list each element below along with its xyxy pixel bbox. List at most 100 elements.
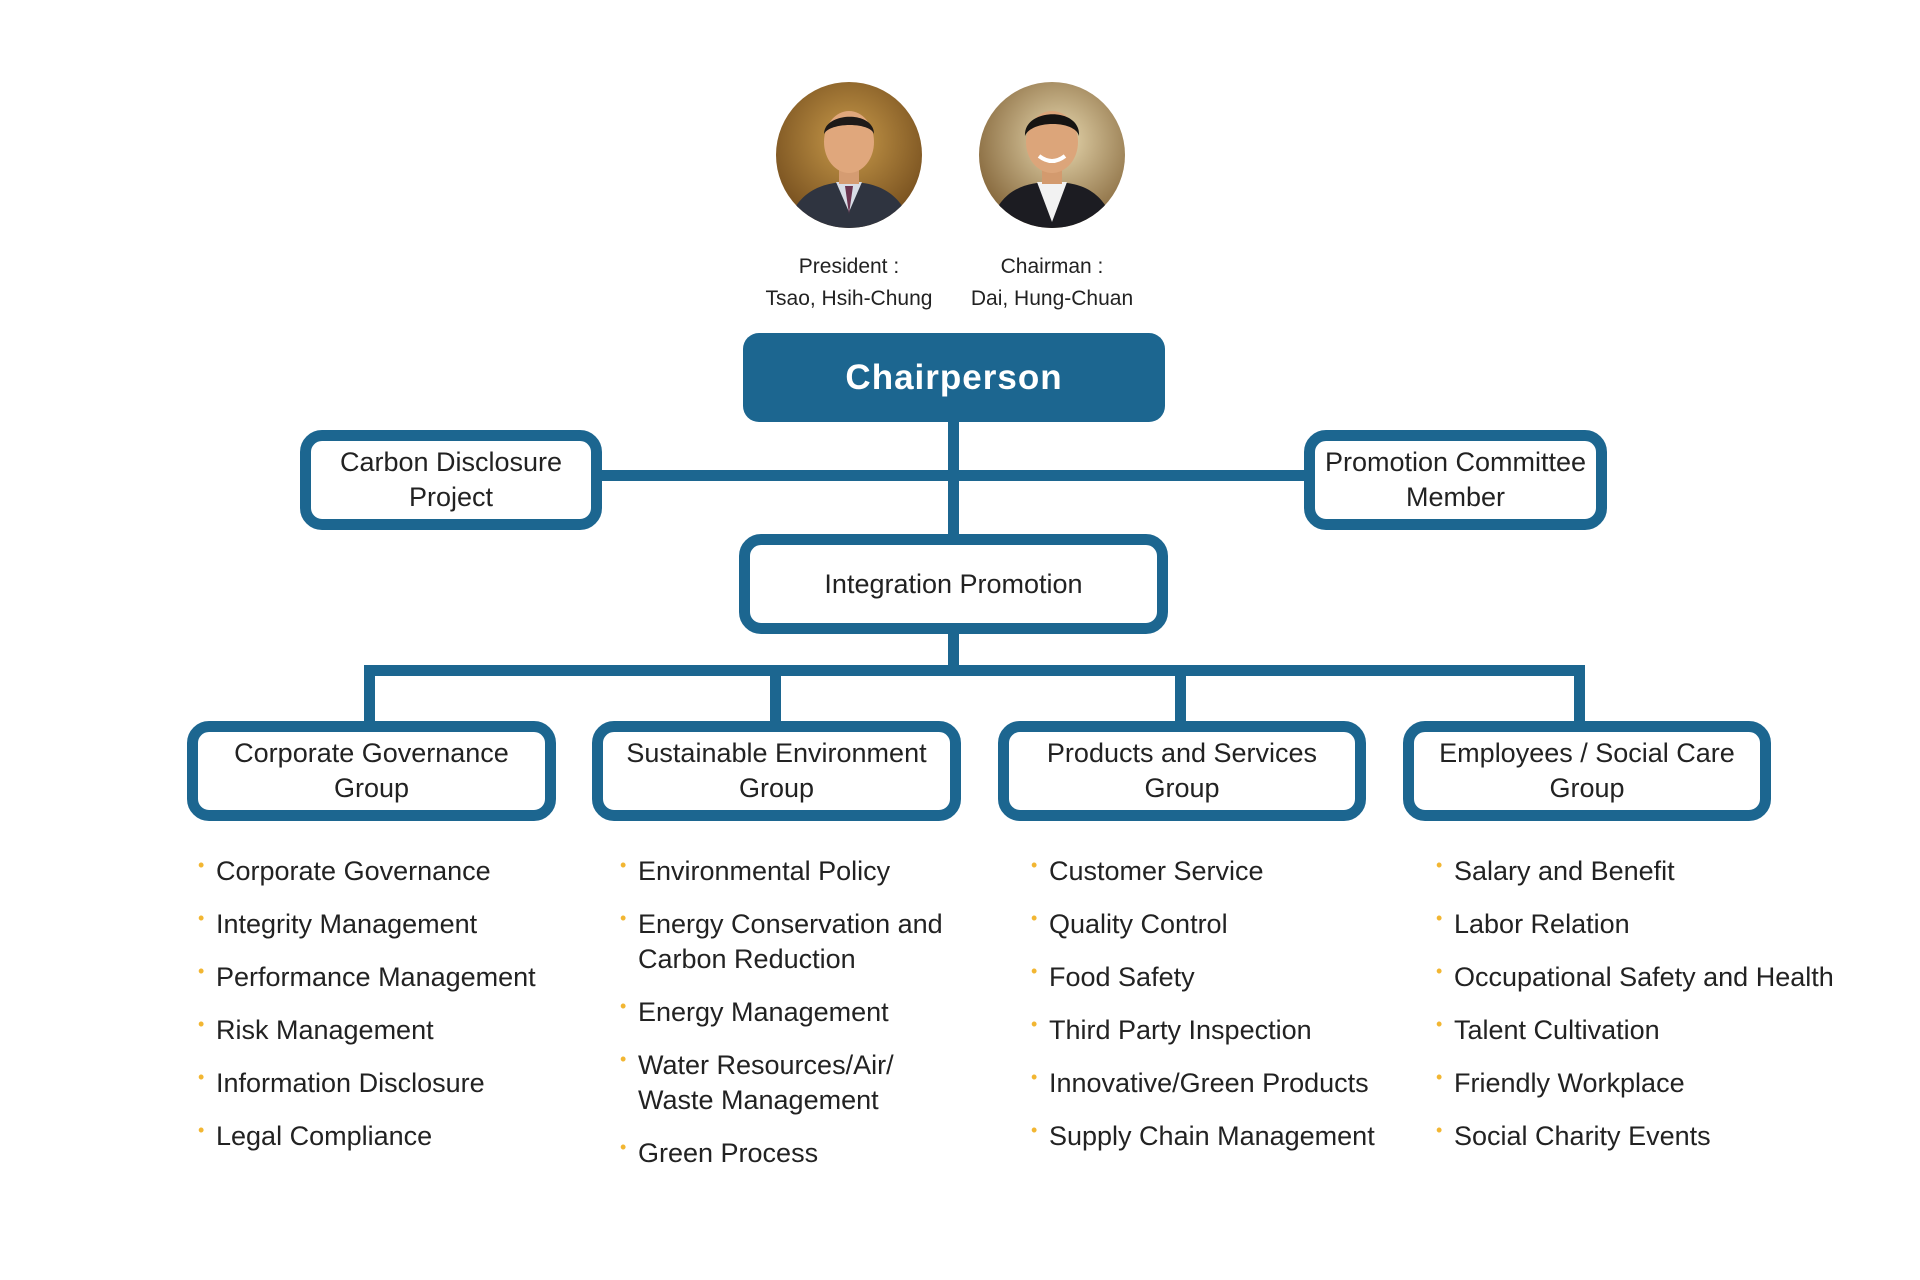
- bullet-dot-icon: •: [1436, 908, 1443, 928]
- group-box-sustainable-environment: Sustainable Environment Group: [592, 721, 961, 821]
- group-items-employees-social-care: • Salary and Benefit • Labor Relation • Occ…: [1436, 854, 1834, 1172]
- list-item-text: Food Safety: [1049, 962, 1195, 992]
- list-item: •Green Process: [620, 1136, 978, 1171]
- list-item-text: Supply Chain Management: [1049, 1121, 1375, 1151]
- list-item: • Environmental Policy: [620, 854, 978, 889]
- chairman-name: Dai, Hung-Chuan: [970, 287, 1134, 310]
- list-item: • Integrity Management: [198, 907, 536, 942]
- group-title: Sustainable Environment Group: [626, 738, 927, 803]
- list-item: • Innovative/Green Products: [1031, 1066, 1375, 1101]
- carbon-disclosure-label: Carbon Disclosure Project: [339, 447, 563, 512]
- bullet-dot-icon: •: [198, 1120, 205, 1140]
- bullet-dot-icon: •: [1031, 961, 1038, 981]
- bullet-dot-icon: •: [1031, 1014, 1038, 1034]
- list-item-text: Friendly Workplace: [1454, 1068, 1685, 1098]
- group-title: Products and Services Group: [1046, 738, 1318, 803]
- chairperson-label: Chairperson: [845, 357, 1063, 397]
- list-item: •Third Party Inspection: [1031, 1013, 1375, 1048]
- group-box-corporate-governance: Corporate Governance Group: [187, 721, 556, 821]
- connector-integration-down: [948, 628, 959, 672]
- president-caption: President : Tsao, Hsih-Chung: [734, 251, 964, 315]
- list-item: • Labor Relation: [1436, 907, 1834, 942]
- connector-group-3: [1175, 665, 1186, 725]
- portrait-chairman-icon: [979, 82, 1125, 228]
- bullet-dot-icon: •: [1031, 908, 1038, 928]
- list-item-text: Occupational Safety and Health: [1454, 962, 1834, 992]
- bullet-dot-icon: •: [1436, 1067, 1443, 1087]
- bullet-dot-icon: •: [1436, 1014, 1443, 1034]
- list-item: • Salary and Benefit: [1436, 854, 1834, 889]
- bullet-dot-icon: •: [1031, 1120, 1038, 1140]
- chairman-caption: Chairman : Dai, Hung-Chuan: [937, 251, 1167, 315]
- list-item-text: Environmental Policy: [638, 856, 891, 886]
- bullet-dot-icon: •: [198, 1067, 205, 1087]
- list-item: • Legal Compliance: [198, 1119, 536, 1154]
- list-item: • Supply Chain Management: [1031, 1119, 1375, 1154]
- carbon-disclosure-box: Carbon Disclosure Project: [300, 430, 602, 530]
- bullet-dot-icon: •: [198, 855, 205, 875]
- bullet-dot-icon: •: [1436, 1120, 1443, 1140]
- bullet-dot-icon: •: [198, 1014, 205, 1034]
- list-item-text: Labor Relation: [1454, 909, 1630, 939]
- portrait-president-icon: [776, 82, 922, 228]
- connector-group-1: [364, 665, 375, 725]
- list-item: • Information Disclosure: [198, 1066, 536, 1101]
- connector-group-2: [770, 665, 781, 725]
- list-item-text: Risk Management: [216, 1015, 434, 1045]
- list-item-text: Legal Compliance: [216, 1121, 433, 1151]
- bullet-dot-icon: •: [620, 855, 627, 875]
- group-box-employees-social-care: Employees / Social Care Group: [1403, 721, 1771, 821]
- list-item: • Social Charity Events: [1436, 1119, 1834, 1154]
- bullet-dot-icon: •: [620, 908, 627, 928]
- connector-side-boxes: [595, 470, 1320, 481]
- list-item: • Friendly Workplace: [1436, 1066, 1834, 1101]
- bullet-dot-icon: •: [1436, 855, 1443, 875]
- list-item-text: Information Disclosure: [216, 1068, 485, 1098]
- list-item: • Risk Management: [198, 1013, 536, 1048]
- bullet-dot-icon: •: [1436, 961, 1443, 981]
- list-item-text: Talent Cultivation: [1454, 1015, 1660, 1045]
- integration-promotion-label: Integration Promotion: [824, 568, 1083, 599]
- connector-groups-horizontal: [364, 665, 1582, 676]
- list-item-text: Green Process: [638, 1138, 819, 1168]
- list-item-text: Integrity Management: [216, 909, 478, 939]
- promotion-committee-box: Promotion Committee Member: [1304, 430, 1607, 530]
- list-item: • Occupational Safety and Health: [1436, 960, 1834, 995]
- group-title: Corporate Governance Group: [234, 738, 509, 803]
- list-item: • Energy Conservation and Carbon Reductio…: [620, 907, 978, 977]
- group-items-sustainable-environment: • Environmental Policy • Energy Conservati…: [620, 854, 978, 1189]
- bullet-dot-icon: •: [1031, 1067, 1038, 1087]
- list-item: • Food Safety: [1031, 960, 1375, 995]
- group-items-products-services: • Customer Service • Quality Control • Food…: [1031, 854, 1375, 1172]
- list-item-text: Innovative/Green Products: [1049, 1068, 1369, 1098]
- bullet-dot-icon: •: [620, 1049, 627, 1069]
- list-item-text: Quality Control: [1049, 909, 1228, 939]
- list-item: • Customer Service: [1031, 854, 1375, 889]
- chairman-role: Chairman :: [1000, 255, 1104, 278]
- list-item: • Energy Management: [620, 995, 978, 1030]
- list-item: • Water Resources/Air/ Waste Management: [620, 1048, 928, 1118]
- list-item-text: Corporate Governance: [216, 856, 491, 886]
- list-item: • Performance Management: [198, 960, 536, 995]
- bullet-dot-icon: •: [620, 996, 627, 1016]
- promotion-committee-label: Promotion Committee Member: [1324, 447, 1587, 512]
- list-item-text: Social Charity Events: [1454, 1121, 1711, 1151]
- list-item: • Corporate Governance: [198, 854, 536, 889]
- chairperson-box: Chairperson: [743, 333, 1165, 422]
- president-name: Tsao, Hsih-Chung: [765, 287, 933, 310]
- bullet-dot-icon: •: [198, 908, 205, 928]
- list-item-text: Performance Management: [216, 962, 536, 992]
- list-item-text: Salary and Benefit: [1454, 856, 1675, 886]
- president-role: President :: [798, 255, 900, 278]
- group-box-products-services: Products and Services Group: [998, 721, 1366, 821]
- bullet-dot-icon: •: [1031, 855, 1038, 875]
- list-item-text: Customer Service: [1049, 856, 1264, 886]
- list-item-text: Water Resources/Air/ Waste Management: [638, 1050, 894, 1115]
- list-item-text: Energy Conservation and Carbon Reduction: [638, 909, 943, 974]
- bullet-dot-icon: •: [198, 961, 205, 981]
- connector-group-4: [1574, 665, 1585, 725]
- integration-promotion-box: Integration Promotion: [739, 534, 1168, 634]
- list-item-text: Energy Management: [638, 997, 889, 1027]
- list-item: • Quality Control: [1031, 907, 1375, 942]
- group-title: Employees / Social Care Group: [1439, 738, 1735, 803]
